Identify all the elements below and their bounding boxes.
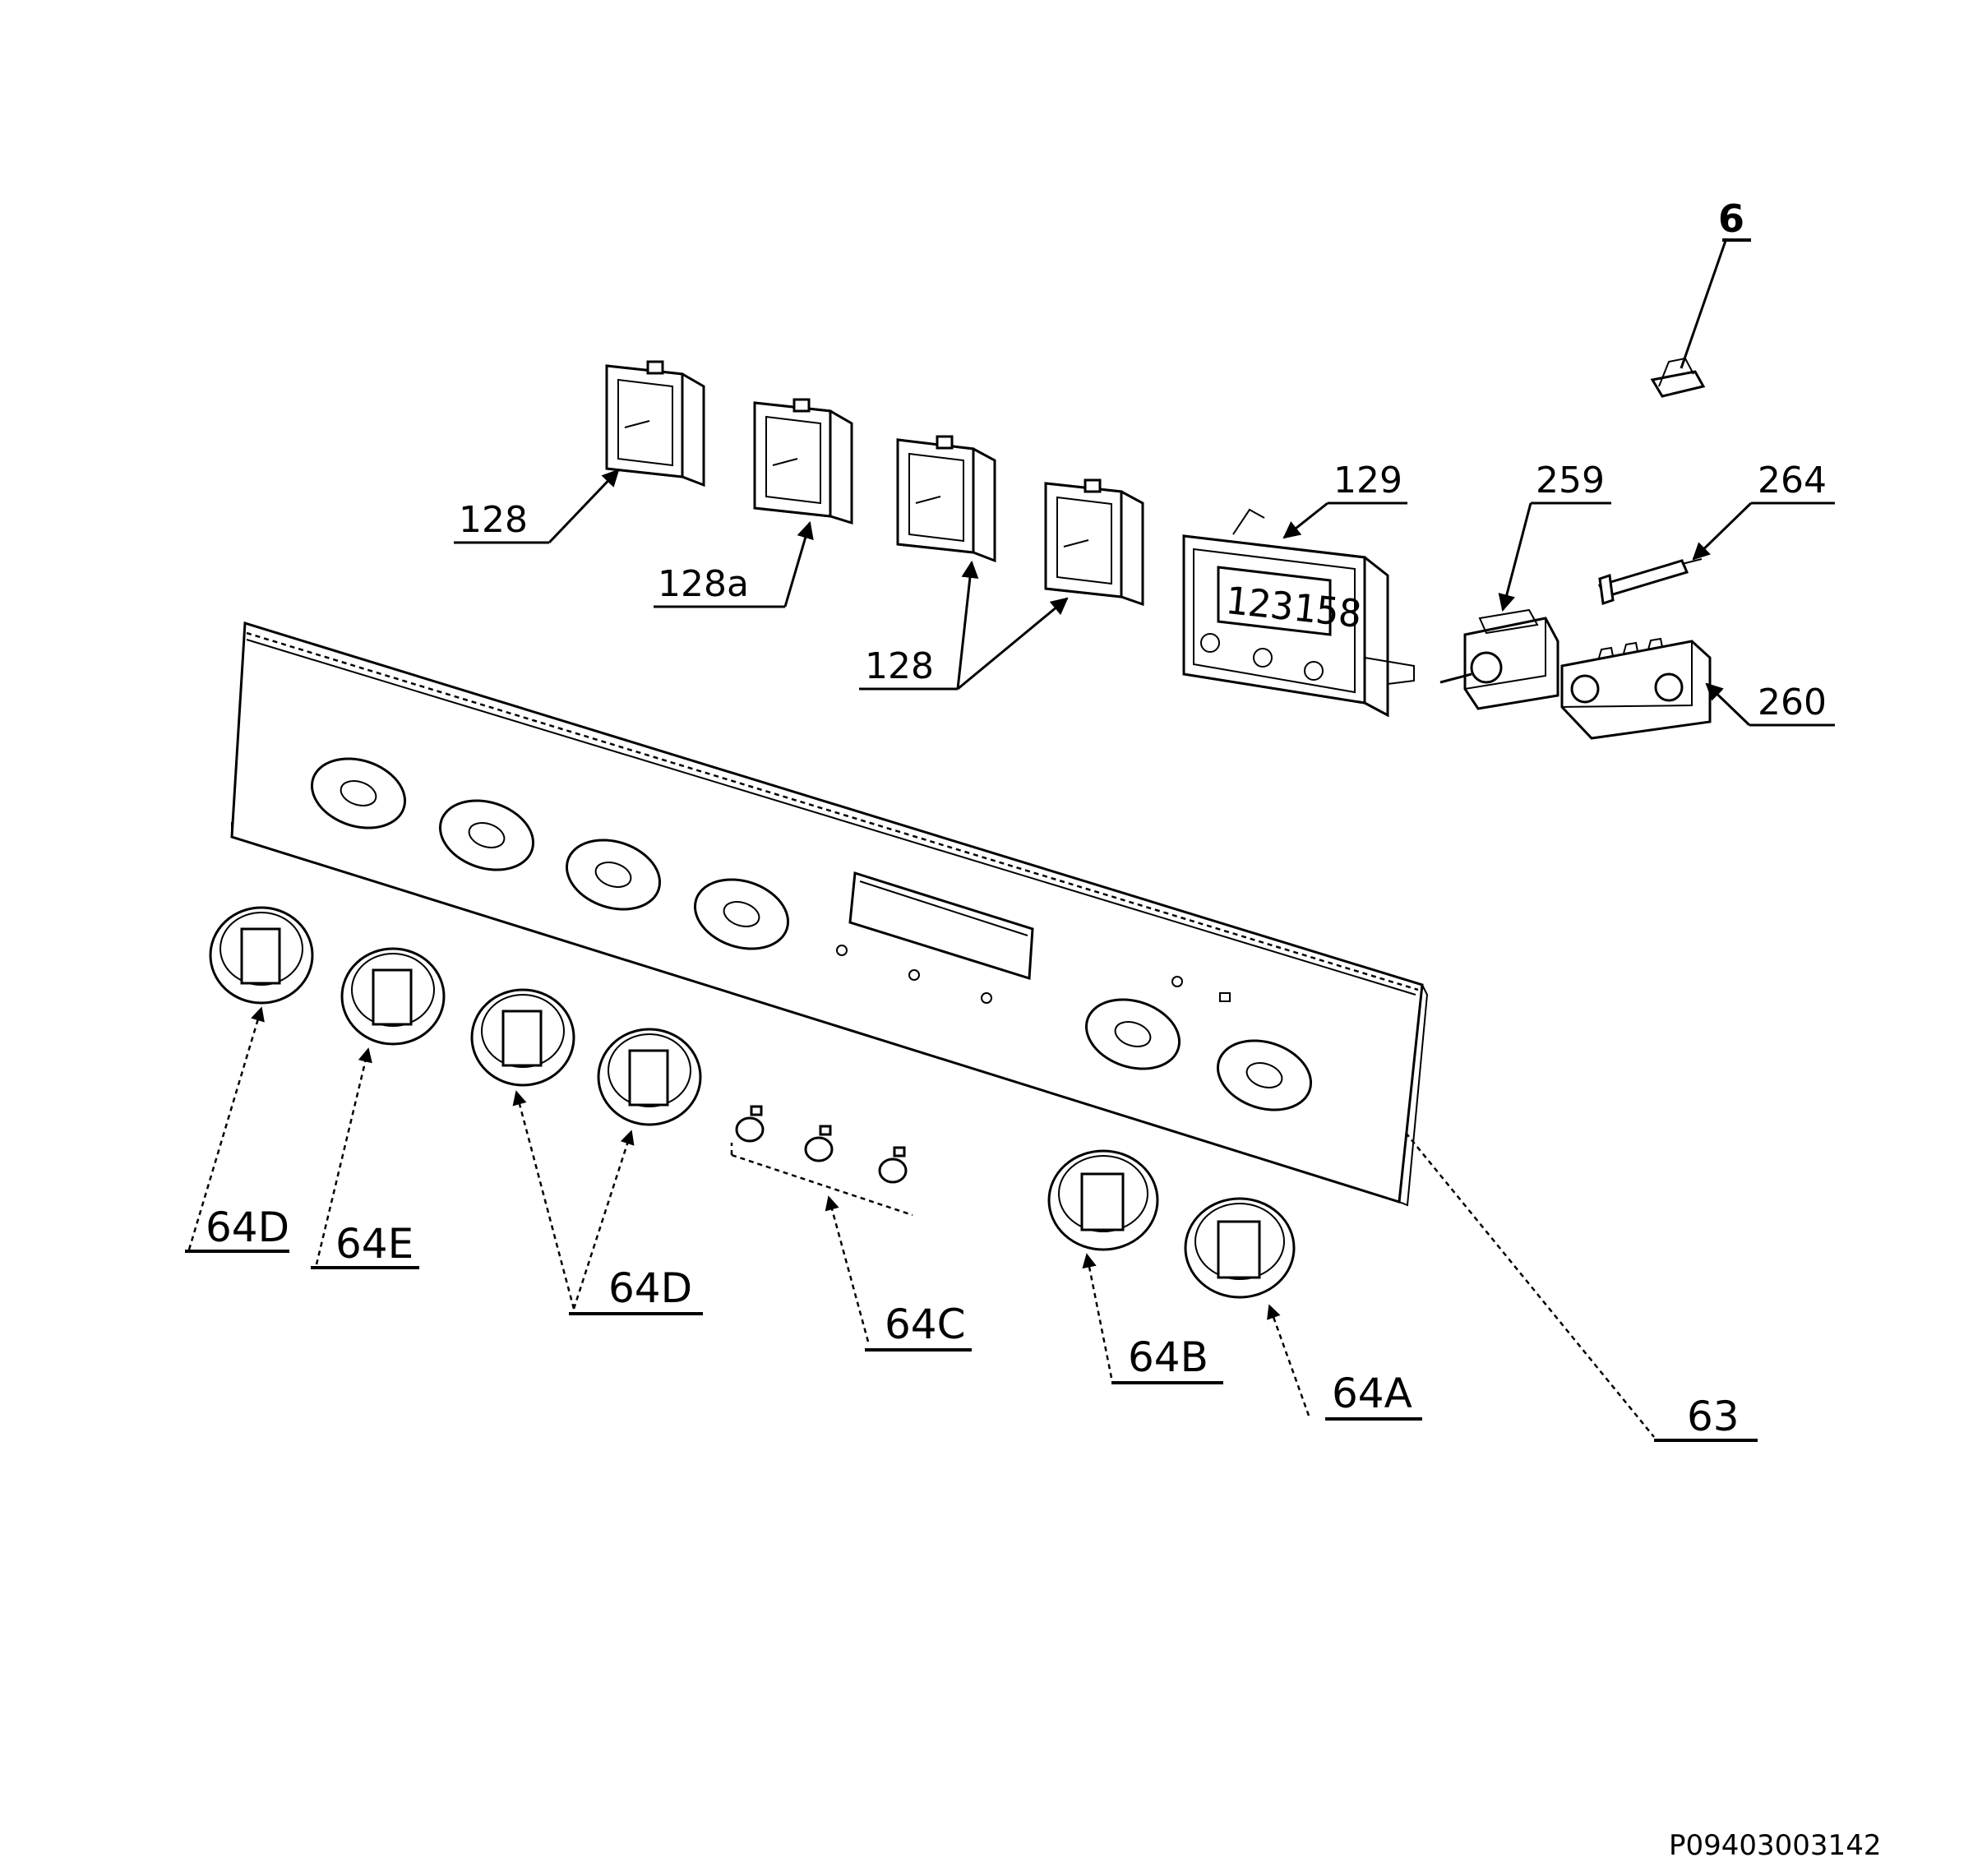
timer-leader xyxy=(1282,501,1328,539)
thermostat-label: 259 xyxy=(1536,460,1605,501)
drawing-reference-code: P09403003142 xyxy=(1669,1829,1881,1862)
control-knob-icon xyxy=(1047,1149,1159,1251)
buttons-64c: 64C xyxy=(730,1105,972,1352)
knob-64e-leader xyxy=(315,1047,372,1265)
buttons-64c-label: 64C xyxy=(885,1301,966,1348)
panel-knob-hole xyxy=(1084,998,1181,1070)
panel-display-window xyxy=(848,871,1034,980)
rotary-switch-128-fourth xyxy=(1044,478,1144,607)
knob-64a-leader xyxy=(1267,1304,1310,1416)
clip-part: 6 xyxy=(1650,196,1751,398)
control-knob-icon xyxy=(209,906,314,1005)
switch-128-pair-callout: 128 xyxy=(859,560,1069,691)
push-button-icon xyxy=(735,1105,765,1143)
knob-64b: 64B xyxy=(1047,1149,1223,1384)
panel-label: 63 xyxy=(1687,1393,1740,1440)
selector-leader xyxy=(1705,682,1751,727)
clip-icon xyxy=(1650,357,1706,398)
panel-button-hole xyxy=(981,992,992,1004)
push-button-icon xyxy=(878,1146,908,1184)
rotary-switch-icon xyxy=(1044,478,1144,607)
switch-128-top-label: 128 xyxy=(459,499,528,541)
switch-128a-leader xyxy=(783,520,814,608)
knob-64b-label: 64B xyxy=(1128,1333,1208,1381)
switch-128-pair-leader-b xyxy=(957,597,1069,691)
rotary-switch-128-top: 128 xyxy=(454,360,705,544)
control-knob-icon xyxy=(340,947,446,1046)
knob-64d-pair-leader-b xyxy=(572,1130,635,1310)
selector-label: 260 xyxy=(1758,682,1827,723)
panel-knob-hole xyxy=(693,878,790,950)
knob-64d-left-label: 64D xyxy=(206,1204,289,1251)
thermostat-leader xyxy=(1498,502,1532,612)
switch-128-top-leader xyxy=(548,469,620,544)
buttons-64c-bracket xyxy=(730,1143,913,1217)
control-knob-icon xyxy=(470,988,575,1087)
control-panel-63: 63 xyxy=(230,621,1758,1442)
control-knob-icon xyxy=(1184,1197,1296,1299)
knob-64d-pair: 64D xyxy=(470,988,703,1315)
selector-switch-icon xyxy=(1560,637,1712,740)
knob-64b-leader xyxy=(1082,1253,1113,1379)
knob-64e-label: 64E xyxy=(335,1220,414,1268)
timer-label: 129 xyxy=(1333,460,1402,501)
panel-knob-hole xyxy=(438,799,535,871)
rotary-switch-128a: 128a xyxy=(654,398,853,608)
panel-button-hole xyxy=(836,945,848,956)
control-knob-icon xyxy=(597,1028,702,1126)
panel-button-hole xyxy=(908,969,920,981)
control-panel-icon xyxy=(230,621,1429,1207)
rotary-switch-icon xyxy=(753,398,853,525)
switch-128a-label: 128a xyxy=(658,563,749,605)
rotary-switch-icon xyxy=(896,435,996,563)
knob-64d-pair-leader-a xyxy=(512,1090,575,1310)
switch-128-pair-leader-a xyxy=(956,560,979,690)
panel-indicator-hole xyxy=(1219,992,1231,1002)
knob-64a: 64A xyxy=(1184,1197,1422,1421)
buttons-64c-leader xyxy=(825,1195,870,1342)
push-button-icon xyxy=(804,1125,834,1162)
rotary-switch-128-third xyxy=(896,435,996,563)
panel-knob-hole xyxy=(1216,1039,1313,1111)
clip-leader-line xyxy=(1680,238,1728,369)
thermostat-icon xyxy=(1439,608,1559,710)
knob-64e: 64E xyxy=(311,947,446,1269)
thermocouple-264: 264 xyxy=(1597,460,1835,605)
switch-128-pair-label: 128 xyxy=(865,645,934,687)
timer-module-129: 123158 129 xyxy=(1182,460,1415,718)
knob-64a-label: 64A xyxy=(1332,1370,1412,1417)
selector-switch-260: 260 xyxy=(1560,637,1835,740)
knob-64d-left: 64D xyxy=(185,906,314,1253)
thermostat-259: 259 xyxy=(1439,460,1611,710)
timer-module-icon: 123158 xyxy=(1182,508,1415,718)
knob-64d-left-leader xyxy=(187,1006,265,1250)
panel-knob-hole xyxy=(310,757,407,829)
thermocouple-icon xyxy=(1597,558,1703,605)
clip-label: 6 xyxy=(1718,196,1744,241)
thermocouple-leader xyxy=(1692,501,1753,561)
panel-knob-hole xyxy=(565,839,662,911)
rotary-switch-icon xyxy=(605,360,705,487)
knob-64d-pair-label: 64D xyxy=(608,1264,692,1312)
panel-indicator-hole xyxy=(1171,976,1183,987)
panel-leader xyxy=(1405,1132,1655,1438)
thermocouple-label: 264 xyxy=(1758,460,1827,501)
